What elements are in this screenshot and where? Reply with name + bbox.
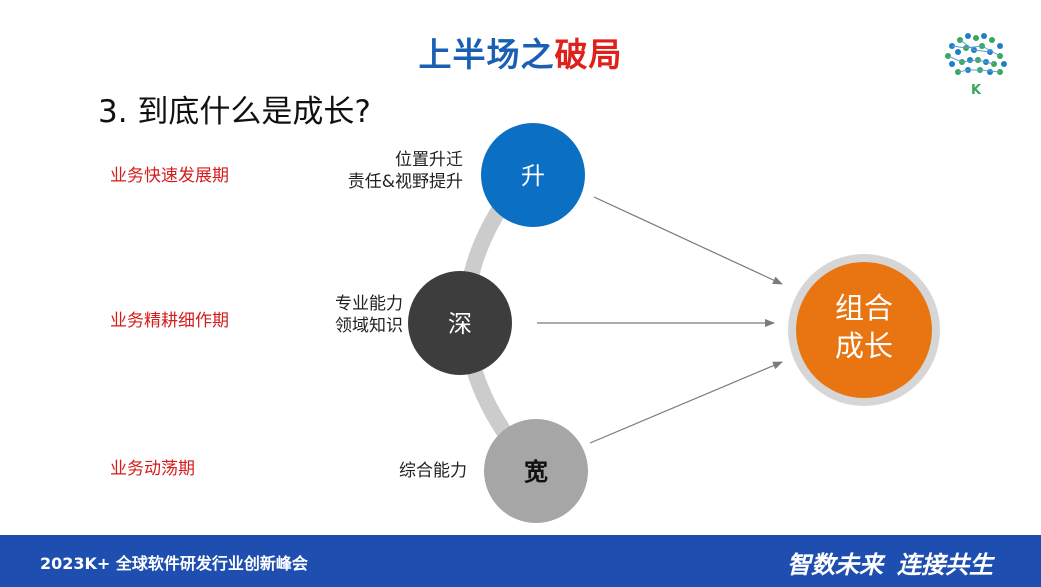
arrow-sheng-to-result [593,196,783,285]
phase-turbulence: 业务动荡期 [110,459,195,479]
footer-slogan: 智数未来连接共生 [787,545,993,580]
node-sheng-char: 升 [521,162,545,190]
result-line2: 成长 [835,329,893,363]
label-shen: 专业能力 领域知识 [335,293,403,337]
result-line1: 组合 [835,291,893,325]
label-shen-line1: 专业能力 [335,294,403,314]
arrow-kuan-to-result [589,361,783,444]
label-kuan: 综合能力 [399,460,467,482]
company-logo: K [945,33,1007,98]
node-kuan: 宽 [484,419,588,523]
slide-title: 上半场之破局 [0,28,1041,76]
node-shen-char: 深 [448,310,472,338]
label-sheng: 位置升迁 责任&视野提升 [348,149,463,193]
phase-refinement: 业务精耕细作期 [110,311,229,331]
label-kuan-line1: 综合能力 [399,461,467,481]
phase-fast-growth: 业务快速发展期 [110,166,229,186]
node-kuan-char: 宽 [524,458,548,486]
logo-dots-icon [945,33,1007,75]
label-sheng-line2: 责任&视野提升 [347,172,463,192]
question-heading: 3. 到底什么是成长? [98,94,371,130]
node-shen-circle [408,271,512,375]
label-sheng-line1: 位置升迁 [395,150,463,170]
footer-slogan-1: 智数未来 [787,550,883,579]
title-part-blue: 上半场之 [418,35,555,74]
footer-slogan-2: 连接共生 [897,550,993,579]
footer-event-name: 2023K+ 全球软件研发行业创新峰会 [40,554,308,573]
node-sheng-circle [481,123,585,227]
node-sheng: 升 [481,123,585,227]
result-circle [796,262,932,398]
label-shen-line2: 领域知识 [335,316,403,336]
node-shen: 深 [408,271,512,375]
footer-bar: 2023K+ 全球软件研发行业创新峰会 智数未来连接共生 [0,535,1041,587]
node-kuan-circle [484,419,588,523]
node-result: 组合 成长 [788,254,940,406]
logo-letter: K [971,83,982,98]
title-part-red: 破局 [554,35,623,74]
